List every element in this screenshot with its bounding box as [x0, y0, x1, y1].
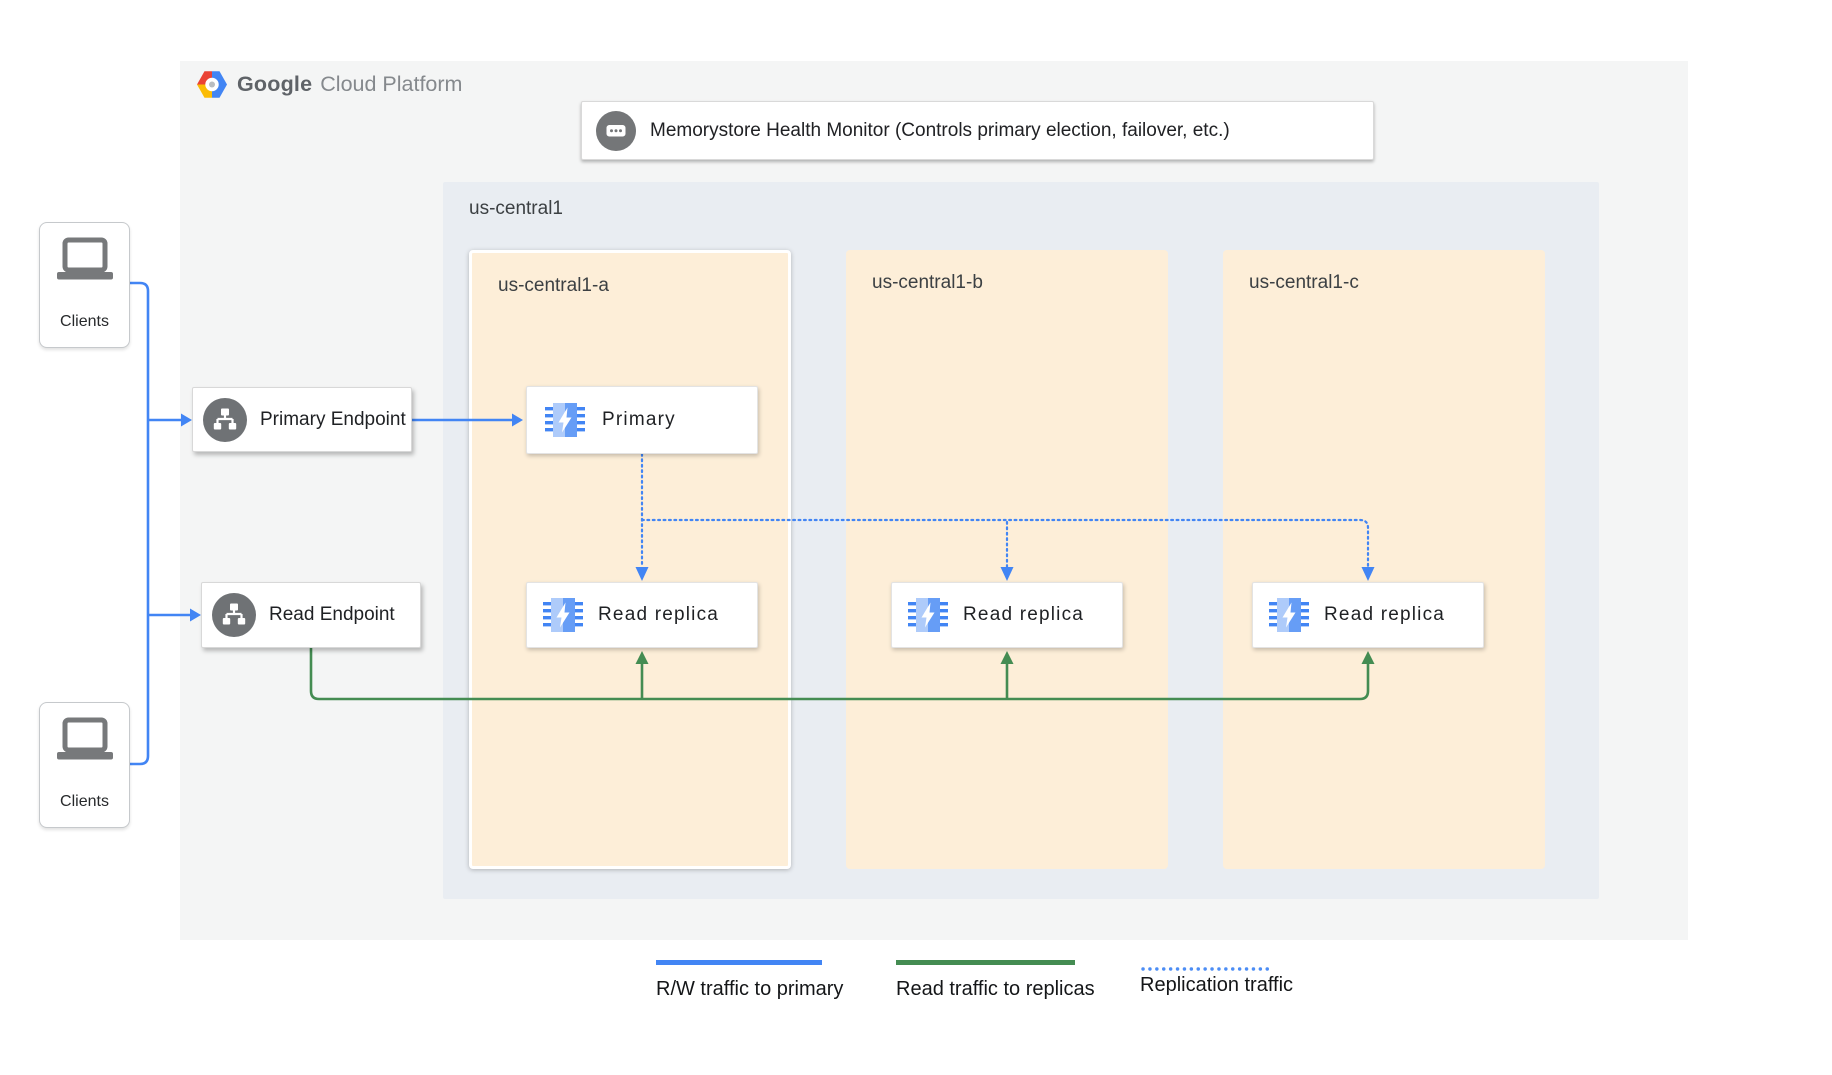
- memorystore-icon: [1269, 598, 1309, 632]
- laptop-icon: [56, 237, 114, 283]
- brand-text: Google Cloud Platform: [237, 72, 462, 97]
- legend-rw-traffic: R/W traffic to primary: [656, 960, 843, 1001]
- zone-us-central1-b: us-central1-b: [846, 250, 1168, 869]
- read-replica-a-label: Read replica: [598, 604, 720, 625]
- zone-a-label: us-central1-a: [498, 275, 609, 296]
- clients-bottom-box: Clients: [39, 702, 130, 828]
- read-endpoint-node: Read Endpoint: [201, 582, 421, 648]
- zone-us-central1-c: us-central1-c: [1223, 250, 1545, 869]
- legend-dotted-line: [1140, 960, 1293, 971]
- region-label: us-central1: [469, 198, 563, 219]
- read-replica-c-node: Read replica: [1252, 582, 1484, 648]
- primary-endpoint-node: Primary Endpoint: [192, 387, 412, 452]
- read-replica-a-node: Read replica: [526, 582, 758, 648]
- zone-b-label: us-central1-b: [872, 272, 983, 293]
- gcp-hexagon-logo-icon: [197, 71, 227, 98]
- read-replica-c-label: Read replica: [1324, 604, 1446, 625]
- read-endpoint-label: Read Endpoint: [269, 604, 395, 625]
- brand-cloud-platform: Cloud Platform: [320, 72, 463, 96]
- brand-google: Google: [237, 72, 313, 96]
- chat-ellipsis-icon: [596, 110, 636, 151]
- memorystore-icon: [543, 598, 583, 632]
- memorystore-icon: [545, 403, 585, 437]
- primary-node: Primary: [526, 386, 758, 454]
- read-replica-b-label: Read replica: [963, 604, 1085, 625]
- primary-node-label: Primary: [602, 409, 676, 430]
- network-endpoint-icon: [212, 593, 256, 637]
- health-monitor-label: Memorystore Health Monitor (Controls pri…: [650, 119, 1230, 141]
- primary-endpoint-label: Primary Endpoint: [260, 408, 406, 430]
- health-monitor-box: Memorystore Health Monitor (Controls pri…: [581, 101, 1374, 160]
- memorystore-icon: [908, 598, 948, 632]
- legend-read-traffic-label: Read traffic to replicas: [896, 978, 1095, 1000]
- legend-green-line: [896, 960, 1075, 965]
- legend-replication-traffic: Replication traffic: [1140, 960, 1293, 997]
- zone-us-central1-a: us-central1-a: [469, 250, 791, 869]
- legend-replication-traffic-label: Replication traffic: [1140, 974, 1294, 996]
- clients-top-label: Clients: [60, 313, 109, 330]
- clients-top-box: Clients: [39, 222, 130, 348]
- zone-c-label: us-central1-c: [1249, 272, 1359, 293]
- network-endpoint-icon: [203, 397, 247, 442]
- gcp-brand: Google Cloud Platform: [197, 71, 462, 98]
- clients-trunk-line: [130, 281, 150, 766]
- legend-read-traffic: Read traffic to replicas: [896, 960, 1095, 1001]
- read-replica-b-node: Read replica: [891, 582, 1123, 648]
- laptop-icon: [56, 717, 114, 763]
- legend-blue-line: [656, 960, 822, 965]
- clients-bottom-label: Clients: [60, 793, 109, 810]
- legend-rw-traffic-label: R/W traffic to primary: [656, 978, 844, 1000]
